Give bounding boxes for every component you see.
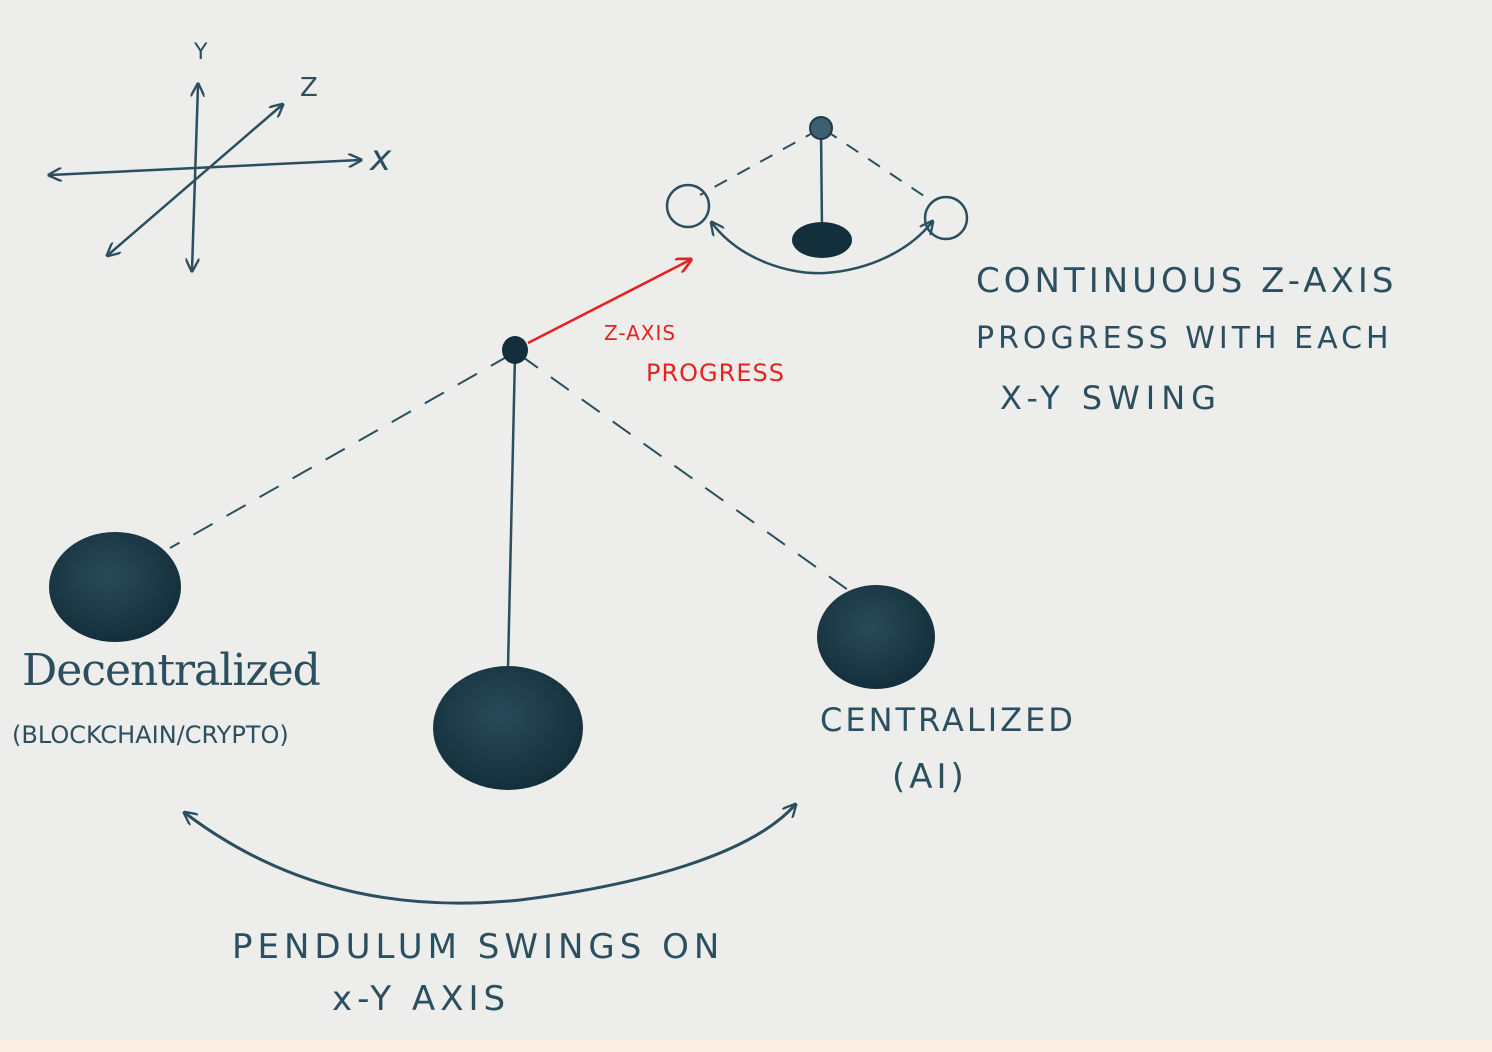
small-pivot [810, 117, 832, 139]
bottom-strip [0, 1040, 1492, 1052]
small-left-ghost-ball [667, 185, 709, 227]
centralized-ball [817, 585, 935, 689]
y-axis-label: Y [194, 40, 210, 65]
small-left-dashed-line [700, 130, 818, 195]
small-right-ghost-ball [925, 197, 967, 239]
pendulum-left-dashed-line [170, 355, 510, 548]
pendulum-pivot [502, 336, 528, 364]
pendulum-right-dashed-line [520, 355, 862, 600]
z-axis-label: Z [300, 74, 321, 104]
small-center-ball [792, 222, 852, 258]
main-pendulum [49, 336, 935, 903]
decentralized-label: Decentralized [22, 646, 320, 697]
center-ball [433, 666, 583, 790]
axes-diagram [50, 85, 360, 270]
continuous-progress-line3: X-Y SWING [1000, 380, 1222, 417]
pendulum-caption-line1: PENDULUM SWINGS ON [232, 928, 724, 967]
z-axis-progress-label-line2: PROGRESS [646, 360, 785, 388]
z-axis-progress-label-line1: Z-AXIS [604, 322, 676, 345]
small-string [821, 130, 822, 230]
swing-arc-arrow [185, 805, 795, 903]
pendulum-caption-line2: x-Y AXIS [332, 980, 510, 1019]
centralized-sublabel: (AI) [892, 758, 968, 797]
continuous-progress-line1: CONTINUOUS Z-AXIS [976, 262, 1397, 301]
x-axis-label: x [370, 138, 391, 179]
decentralized-sublabel: (BLOCKCHAIN/CRYPTO) [12, 722, 289, 750]
decentralized-ball [49, 532, 181, 642]
small-right-dashed-line [825, 130, 930, 200]
centralized-label: CENTRALIZED [820, 702, 1076, 739]
continuous-progress-line2: PROGRESS WITH EACH [976, 322, 1393, 357]
z-axis-line [108, 105, 282, 255]
pendulum-string [508, 355, 515, 668]
small-pendulum [667, 117, 967, 273]
